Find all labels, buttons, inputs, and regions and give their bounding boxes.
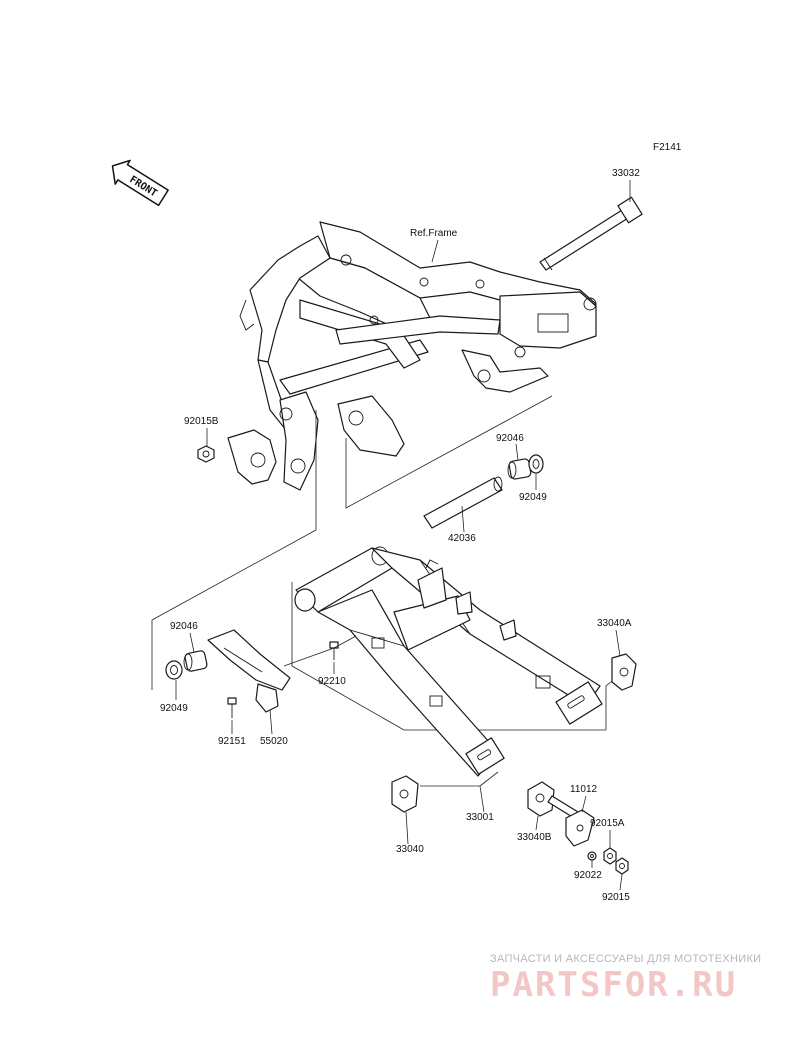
collar-92046-right	[507, 458, 532, 480]
label-11012: 11012	[570, 784, 598, 795]
label-92049-right: 92049	[519, 492, 547, 503]
end-cap-33040	[391, 775, 419, 813]
figure-code: F2141	[653, 142, 682, 153]
washer-92022	[587, 851, 597, 861]
bolt-92210	[329, 641, 339, 660]
label-42036: 42036	[448, 533, 476, 544]
label-92015: 92015	[602, 892, 630, 903]
nut-92015B	[197, 445, 215, 463]
frame-assembly	[227, 221, 597, 491]
swingarm-33001	[294, 546, 603, 777]
label-92015A: 92015A	[590, 818, 625, 829]
label-92151: 92151	[218, 736, 246, 747]
collar-92046-left	[183, 650, 208, 672]
label-33040B: 33040B	[517, 832, 552, 843]
label-92015B: 92015B	[184, 416, 219, 427]
nut-92015A	[603, 847, 617, 865]
plate-11012	[565, 809, 595, 847]
bolt-92151	[227, 697, 237, 718]
end-cap-33040A	[611, 653, 637, 691]
label-92046-right: 92046	[496, 433, 524, 444]
label-33040A: 33040A	[597, 618, 632, 629]
watermark-brand: PARTSFOR.RU	[490, 965, 737, 1005]
front-arrow-icon: FRONT	[111, 159, 169, 207]
label-55020: 55020	[260, 736, 288, 747]
sleeve-42036	[423, 476, 503, 529]
label-33032: 33032	[612, 168, 640, 179]
chain-guide-55020	[207, 629, 291, 713]
label-92046-left: 92046	[170, 621, 198, 632]
ref-frame-label: Ref.Frame	[410, 228, 458, 239]
label-92049-left: 92049	[160, 703, 188, 714]
label-33040: 33040	[396, 844, 424, 855]
label-92022: 92022	[574, 870, 602, 881]
watermark-tagline: ЗАПЧАСТИ И АКСЕССУАРЫ ДЛЯ МОТОТЕХНИКИ	[490, 953, 761, 965]
pivot-shaft-33032	[539, 196, 643, 271]
chain-adjuster-33040B	[527, 781, 579, 819]
label-33001: 33001	[466, 812, 494, 823]
label-92210: 92210	[318, 676, 346, 687]
nut-92015	[615, 857, 629, 875]
seal-92049-left	[165, 660, 183, 680]
seal-92049-right	[528, 454, 544, 474]
